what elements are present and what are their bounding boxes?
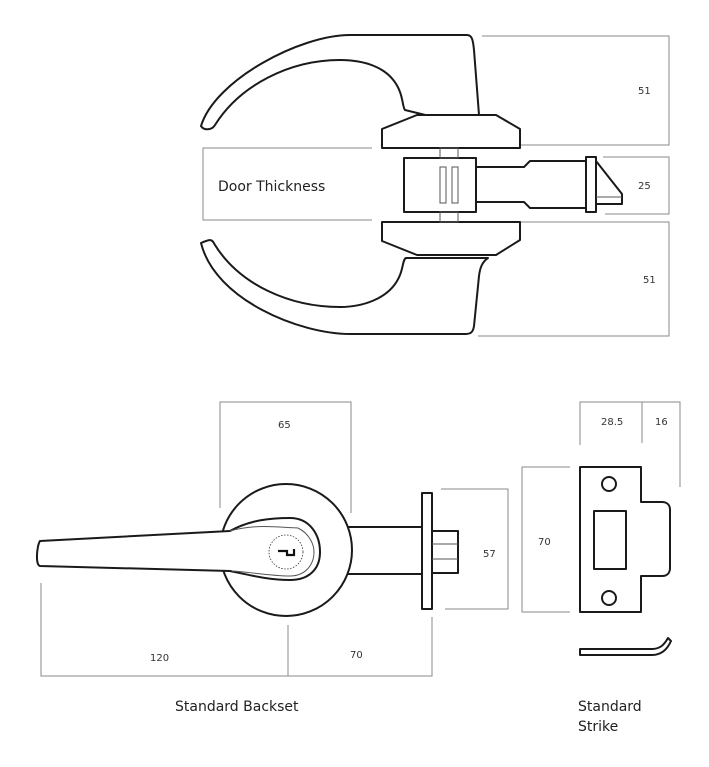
lower-knob-handle — [200, 239, 489, 335]
backset-caption: Standard Backset — [175, 699, 299, 715]
latch-faceplate — [585, 156, 597, 213]
top-view: Door Thickness 51 25 51 — [200, 34, 670, 337]
strike-caption-line2: Strike — [578, 719, 618, 735]
backset-latch-bolt — [431, 530, 459, 574]
strike-bolt-opening — [593, 510, 627, 570]
strike-caption-line1: Standard — [578, 699, 642, 715]
dim-box-door-thickness — [202, 147, 372, 221]
latch-bolt — [595, 160, 623, 205]
door-thickness-label: Door Thickness — [218, 179, 325, 195]
lower-rose — [381, 221, 521, 256]
dim-upper-handle-value: 51 — [638, 86, 651, 97]
spindle-lower — [439, 211, 459, 223]
backset-view: 65 57 120 70 Standard Backset — [36, 401, 509, 715]
dim-line-lever-length — [40, 583, 433, 677]
upper-knob-handle — [200, 34, 489, 131]
dim-box-lower-handle — [478, 221, 670, 337]
dim-latch-value: 25 — [638, 181, 651, 192]
dim-box-latch — [603, 156, 670, 215]
latch-tube — [475, 160, 589, 209]
lever-collar — [229, 526, 315, 577]
dim-box-upper-handle — [482, 35, 670, 146]
strike-view: 28.5 16 70 Standard Strike — [521, 401, 681, 735]
strike-screw-hole-top — [601, 476, 617, 492]
strike-side-profile — [579, 637, 672, 656]
dim-plate-width-value: 28.5 — [601, 417, 623, 428]
dim-backset-value: 70 — [350, 650, 363, 661]
dim-rose-width-value: 65 — [278, 420, 291, 431]
backset-faceplate — [421, 492, 433, 610]
strike-screw-hole-bottom — [601, 590, 617, 606]
dim-box-plate-height — [521, 466, 570, 613]
spindle-inner-a — [439, 166, 447, 204]
dim-lower-handle-value: 51 — [643, 275, 656, 286]
lever-handle — [36, 517, 321, 581]
dim-box-plate-width — [579, 401, 681, 487]
spindle-inner-b — [451, 166, 459, 204]
key-cylinder — [268, 534, 304, 570]
dim-box-latch-face — [441, 488, 509, 610]
keyway-icon — [278, 549, 296, 557]
spindle-upper — [439, 147, 459, 159]
dim-lip-width-value: 16 — [655, 417, 668, 428]
dim-box-rose-width — [219, 401, 352, 513]
dim-plate-height-value: 70 — [538, 537, 551, 548]
dim-latch-face-value: 57 — [483, 549, 496, 560]
dim-lever-length-value: 120 — [150, 653, 169, 664]
upper-rose — [381, 114, 521, 149]
